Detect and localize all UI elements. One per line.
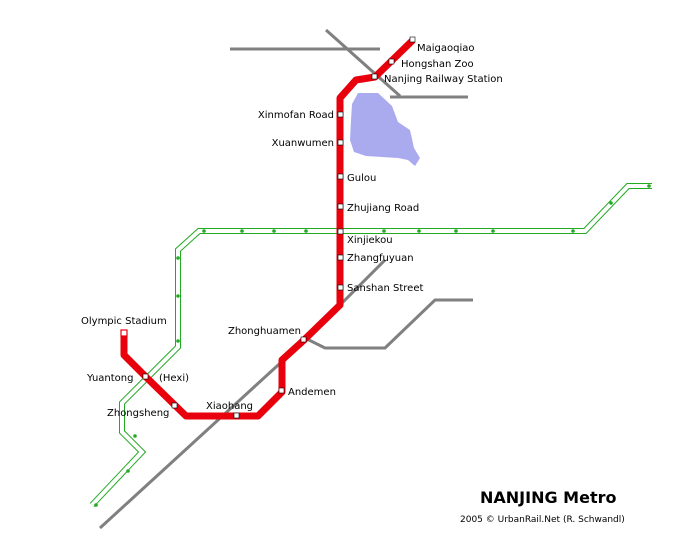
green-stop [382,229,386,233]
station-xuanwumen[interactable] [337,139,344,146]
label-xinmofan-road: Xinmofan Road [258,110,334,121]
station-xinmofan-road[interactable] [337,111,344,118]
station-hongshan-zoo[interactable] [388,58,395,65]
map-title: NANJING Metro [480,488,616,507]
label-zhongsheng: Zhongsheng [107,408,169,419]
label-xiaohang: Xiaohang [206,401,253,412]
green-stop [272,229,276,233]
label-zhangfuyuan: Zhangfuyuan [347,253,414,264]
green-stop [454,229,458,233]
label-yuantong: Yuantong [86,373,134,384]
station-sanshan-street[interactable] [337,284,344,291]
green-stop [176,339,180,343]
label-gulou: Gulou [347,173,376,184]
green-stop [176,294,180,298]
green-stop [126,469,130,473]
label-maigaoqiao: Maigaoqiao [417,43,475,54]
label-zhonghuamen: Zhonghuamen [228,326,301,337]
station-zhonghuamen[interactable] [300,336,307,343]
station-andemen[interactable] [278,387,285,394]
green-stop [176,256,180,260]
green-stop [304,229,308,233]
green-stop [240,229,244,233]
xuanwu-lake [350,93,420,166]
label-andemen: Andemen [288,387,336,398]
label-hexi: (Hexi) [159,373,189,384]
station-maigaoqiao[interactable] [409,36,416,43]
green-stop [571,229,575,233]
station-zhongsheng[interactable] [171,402,178,409]
station-xinjiekou[interactable] [337,228,344,235]
green-line-inner [90,184,652,507]
label-xuanwumen: Xuanwumen [272,138,334,149]
green-line-stops [94,184,651,507]
map-credit: 2005 © UrbanRail.Net (R. Schwandl) [460,515,625,525]
station-olympic-stadium[interactable] [120,329,128,337]
station-nanjing-railway-station[interactable] [371,73,378,80]
railway-lines [98,28,473,530]
stations [120,36,416,419]
station-zhangfuyuan[interactable] [337,254,344,261]
green-stop [133,434,137,438]
green-stop [647,184,651,188]
label-olympic-stadium: Olympic Stadium [81,316,167,327]
station-zhujiang-road[interactable] [337,203,344,210]
label-nanjing-railway-station: Nanjing Railway Station [384,74,503,85]
green-stop [609,201,613,205]
railway-north [325,28,401,98]
railway-south-east [304,298,473,350]
station-xiaohang[interactable] [233,412,240,419]
label-xinjiekou: Xinjiekou [347,235,393,246]
station-yuantong[interactable] [142,373,149,380]
station-gulou[interactable] [337,173,344,180]
label-hongshan-zoo: Hongshan Zoo [401,59,474,70]
label-sanshan-street: Sanshan Street [347,283,423,294]
green-stop [202,229,206,233]
green-stop [94,503,98,507]
green-line [89,183,652,508]
label-zhujiang-road: Zhujiang Road [347,203,419,214]
green-stop [491,229,495,233]
green-stop [417,229,421,233]
